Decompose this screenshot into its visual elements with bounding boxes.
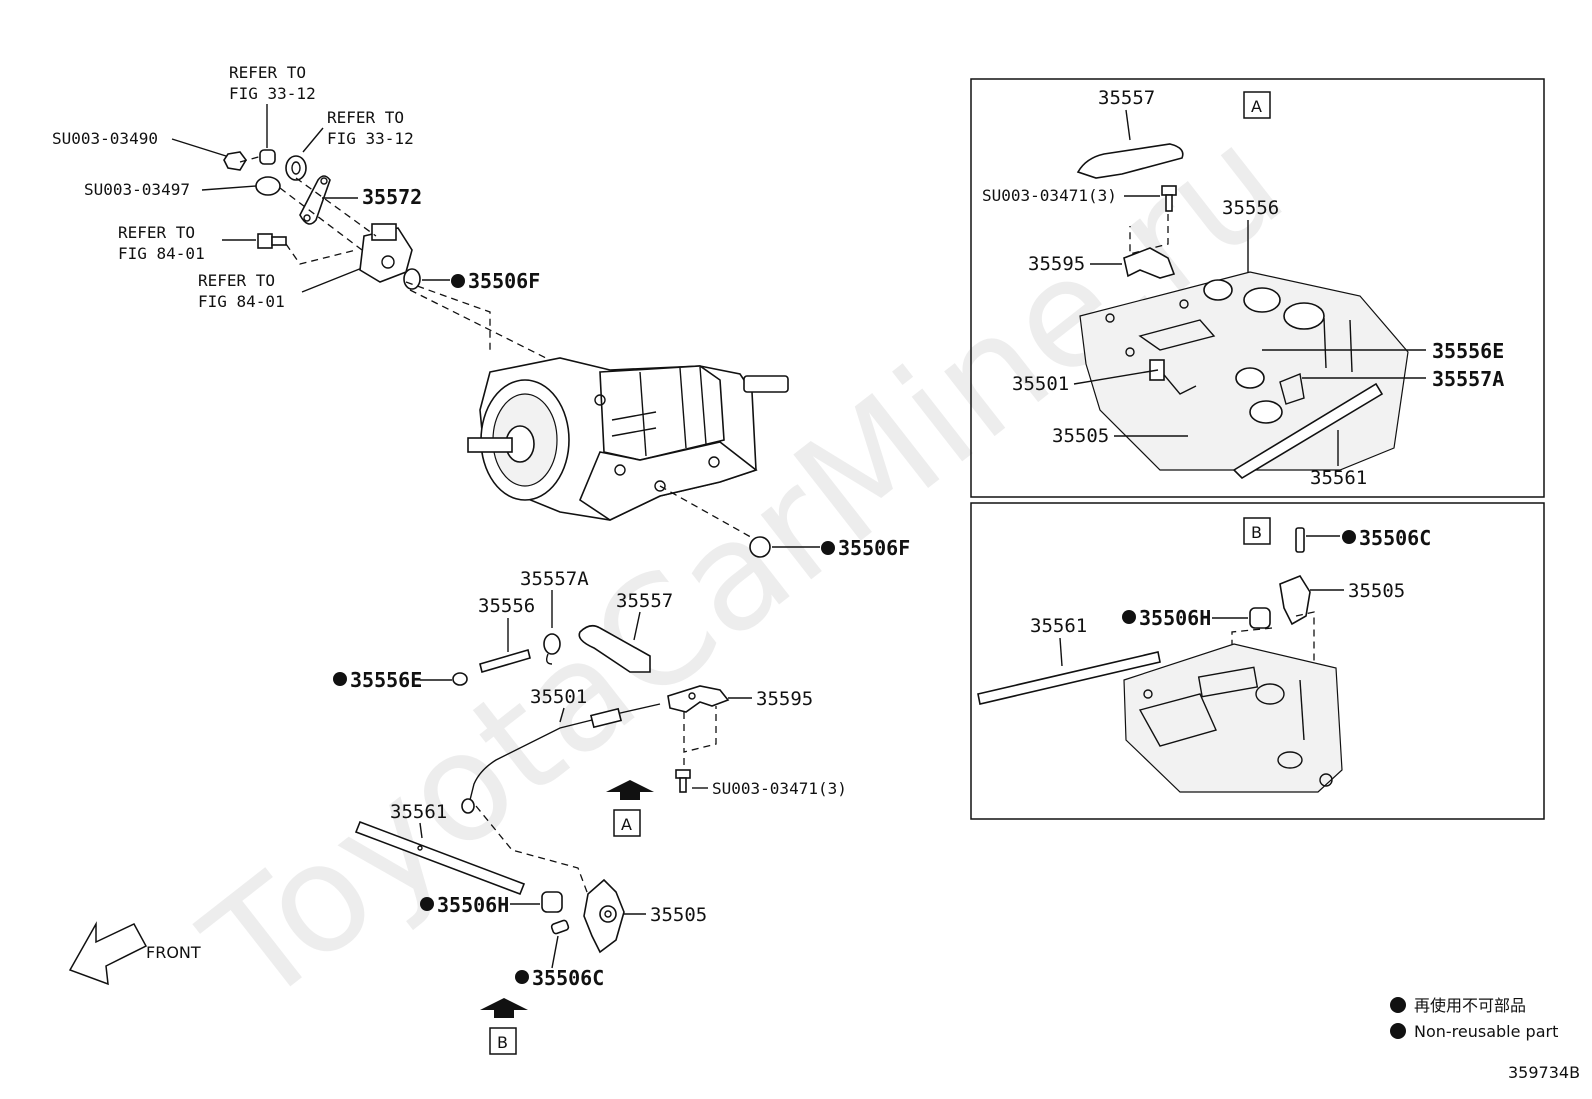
refer-fig-84-01-a: REFER TO FIG 84-01 (118, 223, 205, 263)
spring-35557a-icon (543, 633, 561, 665)
label-35557: 35557 (616, 590, 673, 612)
svg-text:B: B (497, 1033, 508, 1052)
legend-japanese: 再使用不可部品 (1414, 996, 1526, 1015)
inset-b-label-35506c: 35506C (1359, 526, 1431, 550)
neutral-start-switch-icon (359, 223, 413, 283)
svg-text:B: B (1251, 523, 1262, 542)
inset-a-label-35556e: 35556E (1432, 339, 1504, 363)
inset-a-frame (970, 78, 1545, 498)
refer-fig-33-12-b: REFER TO FIG 33-12 (327, 108, 414, 148)
label-35556e: 35556E (350, 668, 422, 692)
inset-b-label-35505: 35505 (1348, 580, 1405, 602)
label-35506f-top: 35506F (468, 269, 540, 293)
front-label: FRONT (146, 943, 201, 962)
label-35506c: 35506C (532, 966, 604, 990)
bushing-35506h-icon (541, 891, 563, 913)
front-arrow-icon (68, 921, 148, 986)
oil-seal-icon (403, 268, 421, 290)
washer-icon (285, 155, 307, 181)
small-nut-icon (259, 149, 276, 165)
inset-b-pin-icon (1295, 527, 1305, 553)
watermark: ToyotaCarMine.ru (174, 94, 1315, 1038)
figure-id: 359734B (1508, 1063, 1580, 1082)
inset-a-shaft-icon (1232, 382, 1384, 480)
label-su003-03490: SU003-03490 (52, 129, 158, 148)
inset-b-detent-plate-icon (1279, 575, 1311, 626)
label-su003-03497: SU003-03497 (84, 180, 190, 199)
view-b-marker (489, 1027, 517, 1055)
label-35561: 35561 (390, 801, 447, 823)
svg-text:A: A (1251, 97, 1262, 116)
label-35557a: 35557A (520, 568, 589, 590)
inset-a-label-su003-03471: SU003-03471(3) (982, 186, 1117, 205)
inset-a-label-35557a: 35557A (1432, 367, 1504, 391)
lock-washer-icon (255, 176, 281, 196)
pin-35506c-icon (550, 919, 570, 935)
inset-a-label-35595: 35595 (1028, 253, 1085, 275)
inset-a-tag (1243, 91, 1271, 119)
refer-fig-33-12-a: REFER TO FIG 33-12 (229, 63, 316, 103)
svg-text:FIG 84-01: FIG 84-01 (198, 292, 285, 311)
inset-a-bolt-icon (1161, 185, 1177, 212)
pin-35556-icon (479, 648, 531, 674)
label-35556: 35556 (478, 595, 535, 617)
inset-a-label-35501: 35501 (1012, 373, 1069, 395)
label-35505: 35505 (650, 904, 707, 926)
inset-a-bracket-icon (1123, 247, 1176, 279)
inset-a-label-35557: 35557 (1098, 87, 1155, 109)
bracket-35595-icon (667, 685, 730, 713)
svg-text:A: A (621, 815, 632, 834)
inset-a-label-35505: 35505 (1052, 425, 1109, 447)
bolt-su003-03471-icon (675, 769, 691, 793)
legend-english: Non-reusable part (1414, 1022, 1558, 1041)
rod-35501-icon (461, 703, 661, 814)
lever-35557-icon (578, 624, 651, 673)
label-35506f-bottom: 35506F (838, 536, 910, 560)
svg-text:FIG 33-12: FIG 33-12 (229, 84, 316, 103)
label-35506h: 35506H (437, 893, 509, 917)
svg-text:FIG 33-12: FIG 33-12 (327, 129, 414, 148)
inset-b-bushing-icon (1249, 607, 1271, 629)
view-b-arrow-icon (480, 998, 528, 1018)
inset-b-label-35561: 35561 (1030, 615, 1087, 637)
inset-b-shaft-icon (977, 651, 1161, 705)
refer-fig-84-01-b: REFER TO FIG 84-01 (198, 271, 285, 311)
inset-a-label-35561: 35561 (1310, 467, 1367, 489)
shaft-35561-icon (354, 820, 526, 896)
svg-text:REFER TO: REFER TO (118, 223, 195, 242)
hex-nut-icon (223, 151, 247, 171)
inset-a-label-35556: 35556 (1222, 197, 1279, 219)
label-35595: 35595 (756, 688, 813, 710)
svg-text:REFER TO: REFER TO (327, 108, 404, 127)
e-ring-icon (452, 672, 468, 686)
label-35572: 35572 (362, 185, 422, 209)
inset-b-tag (1243, 517, 1271, 545)
inset-b-oil-pan-icon (1123, 643, 1343, 793)
svg-text:REFER TO: REFER TO (229, 63, 306, 82)
view-a-arrow-icon (606, 780, 654, 800)
inset-a-lever-icon (1076, 143, 1184, 179)
legend: 再使用不可部品 Non-reusable part (1390, 996, 1558, 1041)
transmission-assembly-icon (467, 357, 789, 521)
lever-35572-icon (299, 175, 331, 225)
view-a-marker (613, 809, 641, 837)
label-35501: 35501 (530, 686, 587, 708)
bolt-head-icon (257, 233, 273, 249)
detent-plate-35505-icon (583, 878, 625, 954)
svg-text:REFER TO: REFER TO (198, 271, 275, 290)
inset-b-frame (970, 502, 1545, 820)
label-su003-03471: SU003-03471(3) (712, 779, 847, 798)
inset-b-label-35506h: 35506H (1139, 606, 1211, 630)
plug-35506f-icon (749, 536, 771, 558)
svg-text:FIG 84-01: FIG 84-01 (118, 244, 205, 263)
